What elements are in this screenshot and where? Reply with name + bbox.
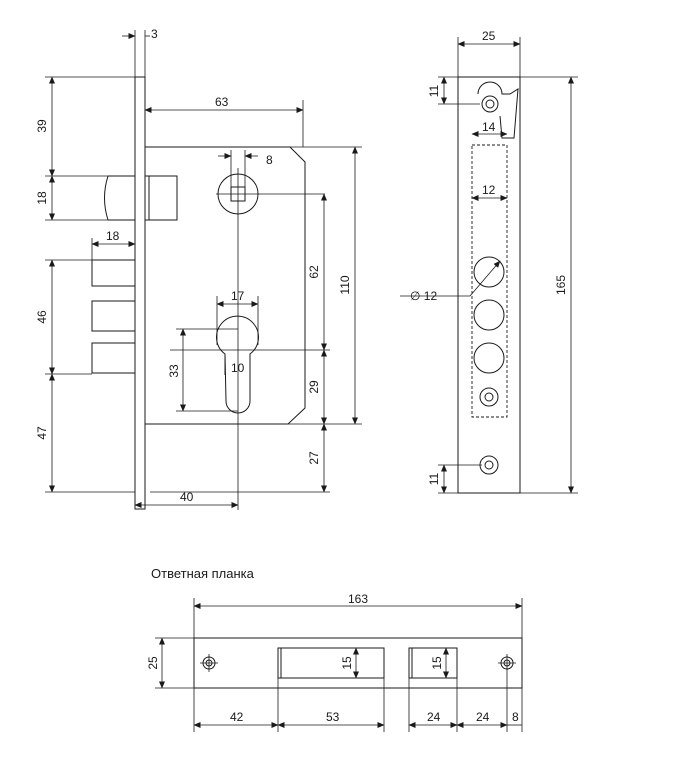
dim-18-deadbolt: 18 [106,229,120,243]
strike-plate [193,637,523,689]
front-view: 3 39 18 46 47 18 63 8 62 [35,27,362,510]
dim-24-gap: 24 [476,710,490,724]
dim-8-strike: 8 [512,710,519,724]
dim-15-slot1: 15 [340,656,354,670]
dim-33: 33 [167,364,181,378]
lock-case [145,146,306,425]
dim-29: 29 [307,380,321,394]
dim-10: 10 [231,361,245,375]
strike-plate-view: 163 25 15 15 42 53 24 24 8 [146,592,523,732]
dim-42: 42 [230,710,244,724]
dim-27: 27 [307,451,321,465]
dim-47: 47 [35,426,49,440]
dim-12-window: 12 [482,183,496,197]
dim-62: 62 [307,265,321,279]
bolt-hole-3 [473,342,505,374]
dim-11-top: 11 [427,84,441,97]
dim-17: 17 [231,289,245,303]
dim-110: 110 [338,275,352,294]
latch-inner [144,175,178,221]
dim-25-side: 25 [482,29,496,43]
hook-bolt [477,81,519,139]
dim-165: 165 [554,275,568,295]
screw-hole-mid [479,387,499,407]
dim-d12: ∅ 12 [410,289,437,303]
dim-63: 63 [215,95,229,109]
dim-15-slot2: 15 [430,656,444,670]
dim-24-slot: 24 [427,710,441,724]
bottom-screw-hole [479,455,499,475]
dim-14: 14 [482,120,496,134]
side-view: 25 11 14 12 ∅ 12 165 11 [400,29,578,494]
dim-163: 163 [348,592,368,606]
dim-8: 8 [266,153,273,167]
dim-40: 40 [180,490,194,504]
dim-18-bolt: 18 [35,191,49,205]
strike-slot-1 [277,647,385,679]
dim-11-bottom: 11 [427,472,441,485]
hidden-window [471,144,508,418]
bolt-hole-2 [473,299,505,331]
dim-39: 39 [35,119,49,133]
strike-plate-caption: Ответная планка [151,566,255,581]
dim-53: 53 [326,710,340,724]
deadbolt-2 [91,300,136,332]
deadbolt-1 [91,259,136,287]
faceplate-side [457,76,521,494]
bolt-hole-1 [473,256,505,288]
latch-bolt [104,175,135,221]
top-screw-hole [481,95,499,113]
cylinder-cutout [216,315,259,414]
dim-3: 3 [151,27,158,41]
dim-25-strike: 25 [146,656,160,670]
faceplate [134,76,146,510]
deadbolt-3 [91,342,136,374]
strike-slot-2 [408,647,458,679]
dim-46: 46 [35,310,49,324]
